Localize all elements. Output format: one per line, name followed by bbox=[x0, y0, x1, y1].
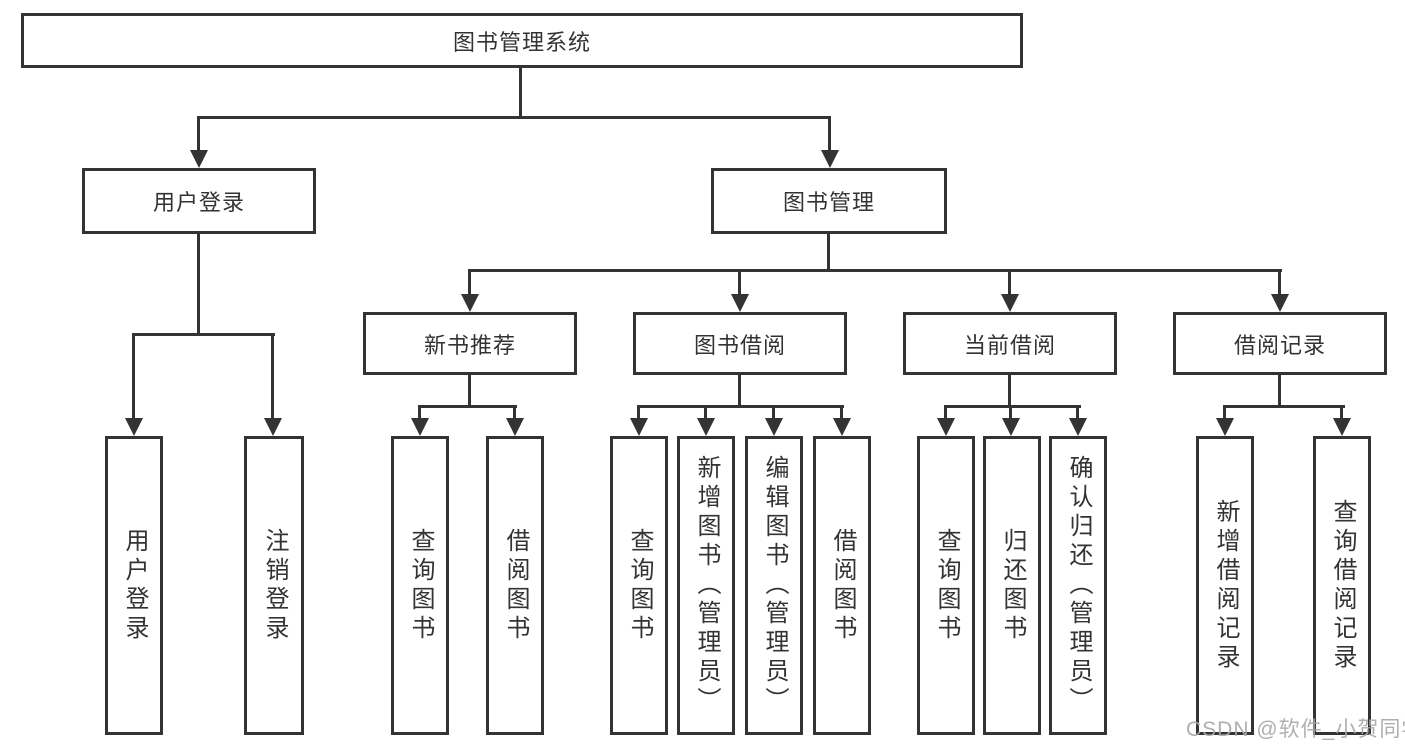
arrow-down-icon bbox=[190, 150, 208, 168]
leaf-borrow-books-recommend: 借阅图书 bbox=[486, 436, 544, 735]
connector-level2-rail bbox=[197, 116, 831, 119]
connector-rail bbox=[637, 405, 844, 408]
leaf-query-books-current: 查询图书 bbox=[917, 436, 975, 735]
connector-drop bbox=[1278, 269, 1281, 296]
connector-level3-rail bbox=[468, 269, 1282, 272]
connector-rail bbox=[418, 405, 517, 408]
arrow-down-icon bbox=[697, 418, 715, 436]
leaf-query-books-recommend: 查询图书 bbox=[391, 436, 449, 735]
leaf-return-books: 归还图书 bbox=[983, 436, 1041, 735]
leaf-add-books-admin: 新增图书（管理员） bbox=[677, 436, 735, 735]
connector-drop bbox=[197, 116, 200, 151]
connector-drop bbox=[1009, 405, 1012, 418]
leaf-query-borrow-record: 查询借阅记录 bbox=[1313, 436, 1371, 735]
leaf-user-login: 用户登录 bbox=[105, 436, 163, 735]
connector-stem bbox=[1008, 375, 1011, 407]
connector-stem bbox=[1278, 375, 1281, 407]
arrow-down-icon bbox=[937, 418, 955, 436]
arrow-down-icon bbox=[1333, 418, 1351, 436]
arrow-down-icon bbox=[461, 294, 479, 312]
connector-drop bbox=[1340, 405, 1343, 418]
arrow-down-icon bbox=[1271, 294, 1289, 312]
connector-rail bbox=[132, 333, 275, 336]
arrow-down-icon bbox=[1216, 418, 1234, 436]
connector-drop bbox=[944, 405, 947, 418]
arrow-down-icon bbox=[125, 418, 143, 436]
leaf-query-books-borrowing: 查询图书 bbox=[610, 436, 668, 735]
arrow-down-icon bbox=[506, 418, 524, 436]
connector-drop bbox=[513, 405, 516, 418]
arrow-down-icon bbox=[765, 418, 783, 436]
connector-stem bbox=[197, 234, 200, 336]
connector-drop bbox=[1223, 405, 1226, 418]
leaf-edit-books-admin: 编辑图书（管理员） bbox=[745, 436, 803, 735]
connector-drop bbox=[1008, 269, 1011, 296]
connector-stem bbox=[468, 375, 471, 407]
arrow-down-icon bbox=[821, 150, 839, 168]
connector-drop bbox=[840, 405, 843, 418]
leaf-borrow-books: 借阅图书 bbox=[813, 436, 871, 735]
connector-rail bbox=[1223, 405, 1345, 408]
connector-rail bbox=[944, 405, 1081, 408]
connector-drop bbox=[468, 269, 471, 296]
connector-stem bbox=[738, 375, 741, 407]
connector-drop bbox=[271, 333, 274, 419]
csdn-watermark: CSDN @软件_小贺同学 bbox=[1186, 718, 1405, 741]
node-current-borrowing: 当前借阅 bbox=[903, 312, 1117, 375]
connector-drop bbox=[418, 405, 421, 418]
arrow-down-icon bbox=[630, 418, 648, 436]
leaf-logout: 注销登录 bbox=[244, 436, 304, 735]
connector-drop bbox=[704, 405, 707, 418]
arrow-down-icon bbox=[264, 418, 282, 436]
node-book-management: 图书管理 bbox=[711, 168, 947, 234]
connector-drop bbox=[132, 333, 135, 419]
node-library-management-system: 图书管理系统 bbox=[21, 13, 1023, 68]
connector-stem bbox=[827, 234, 830, 272]
node-new-book-recommend: 新书推荐 bbox=[363, 312, 577, 375]
leaf-confirm-return-admin: 确认归还（管理员） bbox=[1049, 436, 1107, 735]
connector-drop bbox=[1076, 405, 1079, 418]
arrow-down-icon bbox=[1002, 418, 1020, 436]
arrow-down-icon bbox=[1001, 294, 1019, 312]
connector-drop bbox=[637, 405, 640, 418]
connector-drop bbox=[828, 116, 831, 151]
connector-drop bbox=[772, 405, 775, 418]
node-borrowing-records: 借阅记录 bbox=[1173, 312, 1387, 375]
arrow-down-icon bbox=[731, 294, 749, 312]
node-user-login: 用户登录 bbox=[82, 168, 316, 234]
node-book-borrowing: 图书借阅 bbox=[633, 312, 847, 375]
connector-root-stem bbox=[519, 68, 522, 118]
leaf-add-borrow-record: 新增借阅记录 bbox=[1196, 436, 1254, 735]
arrow-down-icon bbox=[833, 418, 851, 436]
arrow-down-icon bbox=[411, 418, 429, 436]
arrow-down-icon bbox=[1069, 418, 1087, 436]
connector-drop bbox=[738, 269, 741, 296]
